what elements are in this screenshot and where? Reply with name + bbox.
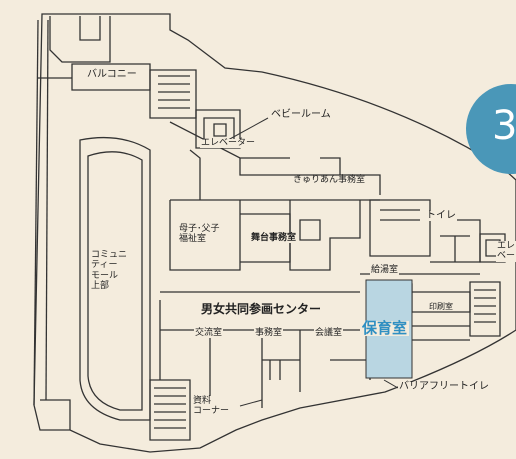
label-exchange-room: 交流室 — [194, 328, 224, 338]
label-office: 事務室 — [254, 328, 284, 338]
label-elevator: エレベーター — [200, 138, 257, 148]
label-balcony: バルコニー — [86, 69, 138, 80]
label-single-parent-welfare-room: 母子･父子 福祉室 — [178, 224, 221, 245]
building-outline — [33, 13, 516, 453]
label-kitchenette: 給湯室 — [370, 265, 400, 275]
label-baby-room: ベビールーム — [270, 109, 332, 120]
label-materials-corner: 資料 コーナー — [192, 396, 231, 417]
label-kyurian-office: きゅりあん事務室 — [292, 175, 367, 185]
label-elevator-right: エレ ベー — [496, 241, 516, 262]
label-barrier-free-toilet: バリアフリートイレ — [398, 381, 490, 392]
label-print-room: 印刷室 — [428, 302, 454, 311]
label-gender-equality-center: 男女共同参画センター — [200, 302, 323, 316]
label-community-mall: コミュニ ティー モール 上部 — [90, 250, 129, 292]
label-meeting-room: 会議室 — [314, 328, 344, 338]
label-toilet: トイレ — [425, 210, 457, 221]
label-nursery: 保育室 — [360, 319, 410, 337]
label-stage-office: 舞台事務室 — [250, 233, 298, 243]
floor-number: 3 — [492, 103, 516, 149]
